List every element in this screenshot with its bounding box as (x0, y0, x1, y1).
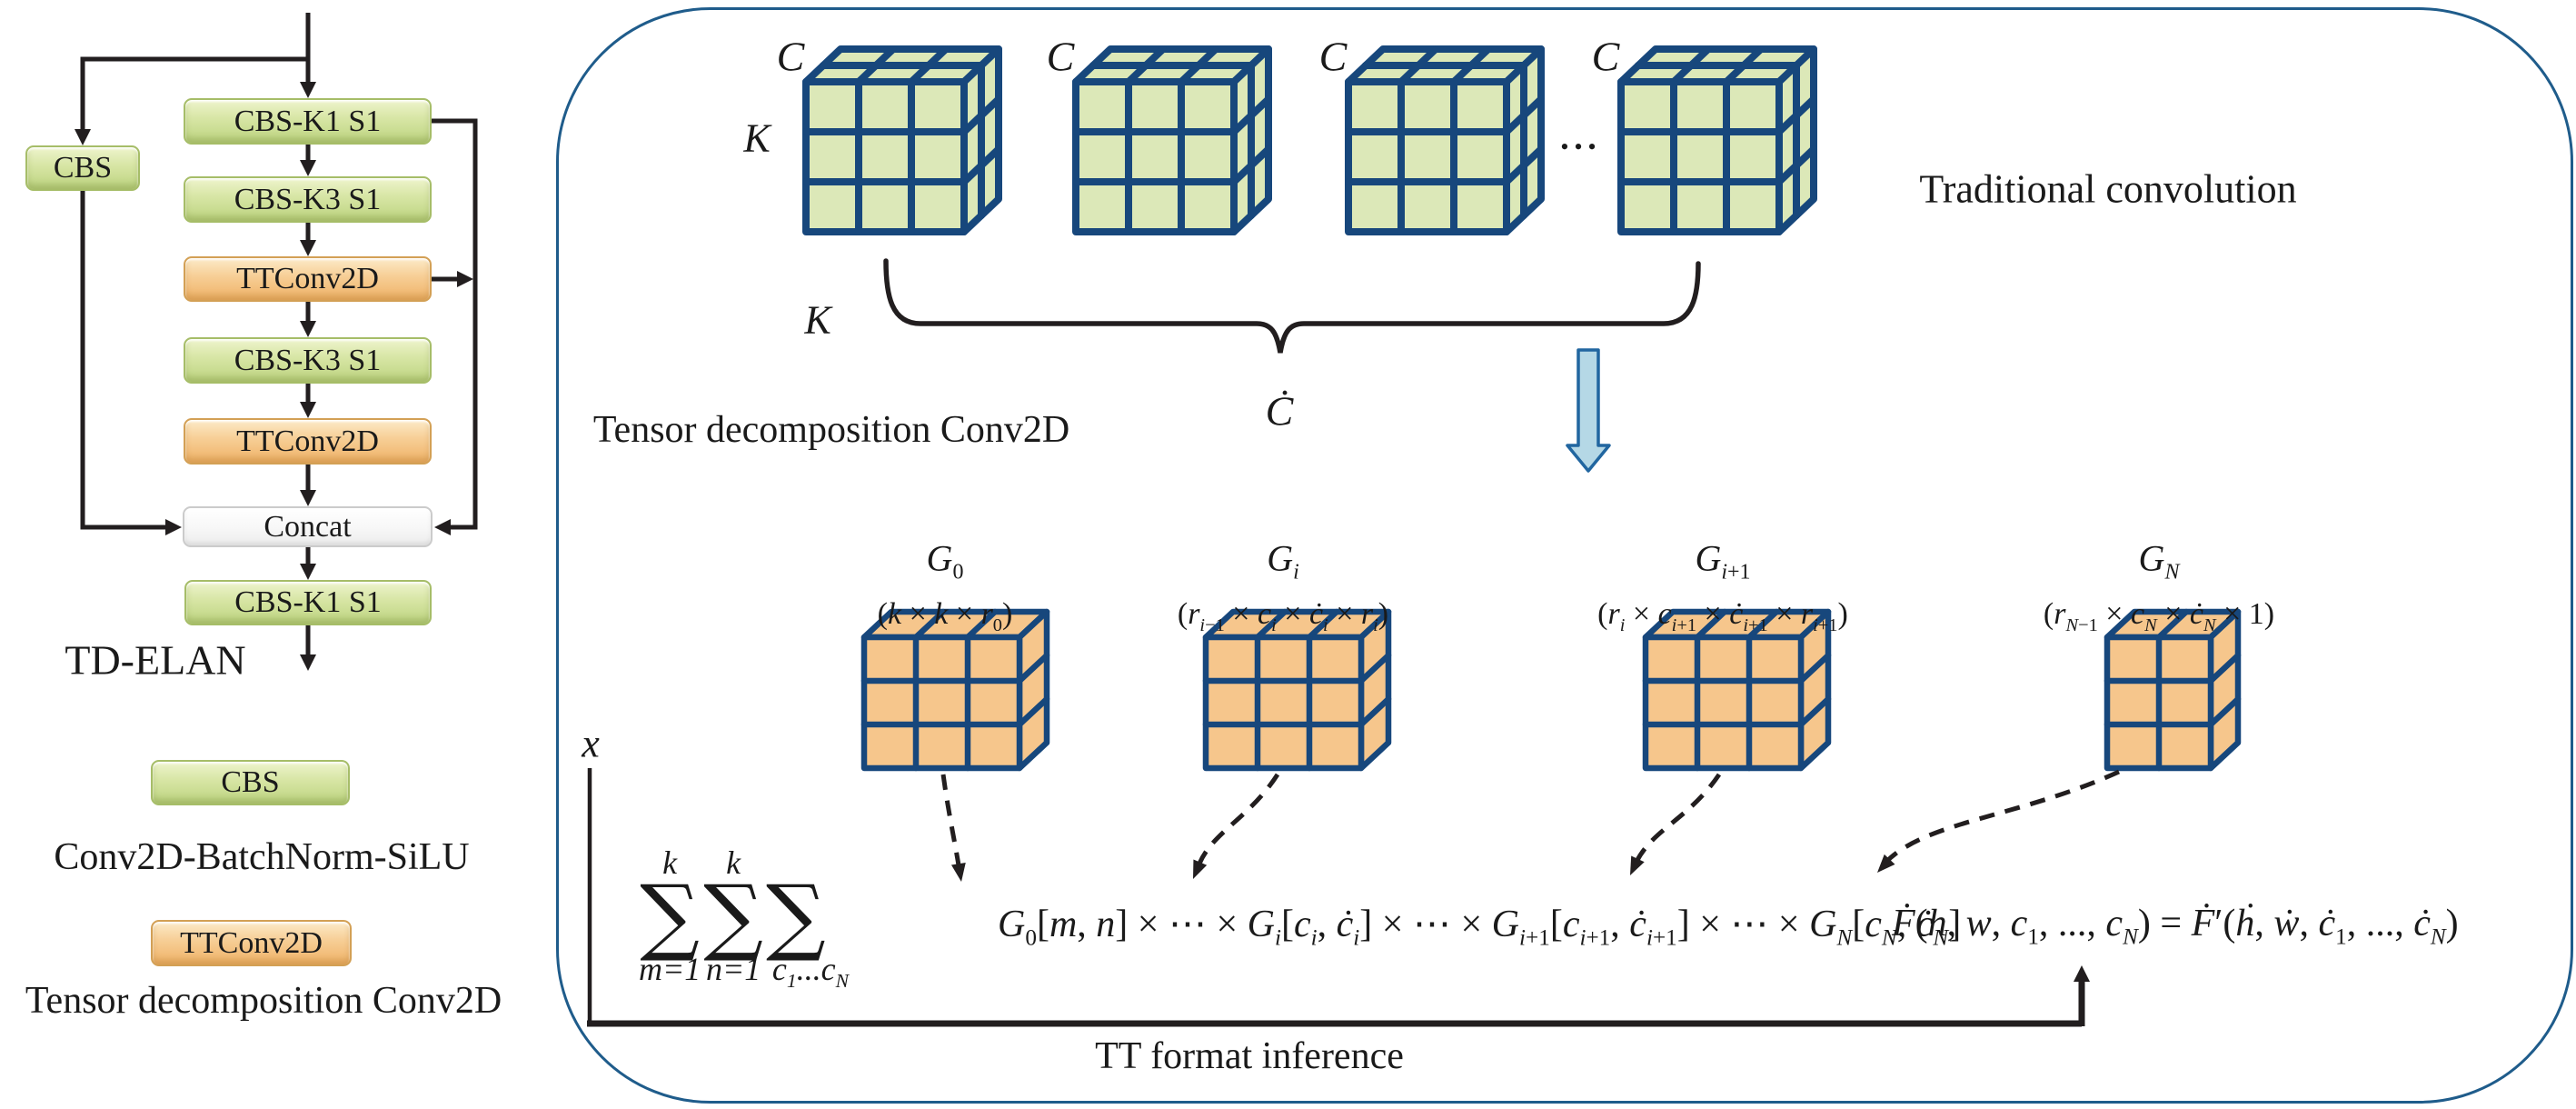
kernel-k-side-label: K (743, 115, 771, 161)
block-cbs-k3-s1-a: CBS-K3 S1 (184, 176, 432, 223)
block-cbs-k1-s1-top: CBS-K1 S1 (184, 98, 432, 145)
core-cube-gi (1202, 608, 1392, 772)
channel-label-c-2: C (1046, 33, 1075, 80)
arrowhead-down (300, 564, 316, 580)
block-concat: Concat (183, 506, 433, 547)
decomposition-arrow-icon (1566, 348, 1611, 473)
block-label: TTConv2D (236, 424, 379, 458)
arrowhead-down (300, 240, 316, 256)
channel-label-c-4: C (1591, 33, 1620, 80)
core-pointer-dashed-0 (940, 774, 962, 872)
feature-map-equation: Ḟ(h, w, c1, ..., cN) = Ḟ′(ḣ, ẇ, ċ1, ...,… (1892, 903, 2459, 950)
block-ttconv2d-b: TTConv2D (184, 418, 432, 465)
core-name-gn: GN (2138, 537, 2180, 584)
arrowhead-right (457, 271, 473, 287)
core-pointer-dashed-2 (1633, 773, 1722, 865)
arrowhead-down (75, 129, 91, 145)
block-label: CBS (53, 151, 113, 185)
c-dot-label: Ċ (1265, 387, 1294, 435)
core-pointer-head-3 (1877, 854, 1895, 873)
core-dims-g0: (k × k × r0) (877, 597, 1013, 635)
block-label: CBS-K1 S1 (234, 104, 382, 138)
block-cbs-k3-s1-b: CBS-K3 S1 (184, 337, 432, 384)
arrowhead-down (300, 321, 316, 337)
block-label: Concat (264, 509, 352, 544)
arrowhead-down (300, 402, 316, 418)
sum-column-1: k∑n=1 (703, 844, 763, 988)
core-name-g0: G0 (926, 537, 964, 584)
sum-column-0: k∑m=1 (639, 844, 701, 988)
core-cube-gi1 (1642, 608, 1832, 772)
legend-ttconv2d-box: TTConv2D (151, 920, 352, 966)
flow-connector (80, 56, 308, 130)
sum-column-2: ∑c1...cN (765, 867, 849, 993)
core-dims-gn: (rN−1 × cN × ċN × 1) (2043, 597, 2275, 635)
tt-product-terms: G0[m, n] × ⋯ × Gi[ci, ċi] × ⋯ × Gi+1[ci+… (998, 904, 1962, 951)
block-label: TTConv2D (236, 262, 379, 295)
legend-box-label: CBS (221, 765, 280, 799)
channel-label-c-1: C (776, 33, 805, 80)
core-name-gi: Gi (1267, 537, 1299, 584)
block-label: CBS-K3 S1 (234, 343, 382, 377)
kernel-cube-1 (802, 45, 1002, 235)
core-pointer-head-0 (950, 862, 966, 882)
arrowhead-down (300, 654, 316, 671)
core-cube-gn (2104, 608, 2242, 772)
tt-inference-line (587, 980, 2085, 1027)
kernel-cube-2 (1072, 45, 1272, 235)
arrowhead-up (2074, 965, 2090, 982)
kernel-k-bottom-label: K (804, 297, 831, 343)
block-label: CBS-K3 S1 (234, 182, 382, 216)
block-ttconv2d-a: TTConv2D (184, 256, 432, 302)
legend-box-label: TTConv2D (180, 925, 323, 960)
channel-label-c-3: C (1318, 33, 1348, 80)
core-dims-gi: (ri−1 × ci × ċi × ri) (1177, 597, 1389, 635)
legend-cbs-description: Conv2D-BatchNorm-SiLU (54, 836, 470, 878)
traditional-convolution-label: Traditional convolution (1919, 166, 2297, 212)
arrowhead-right (165, 519, 182, 535)
tt-format-inference-label: TT format inference (1095, 1035, 1404, 1077)
block-label: CBS-K1 S1 (234, 585, 382, 619)
arrowhead-down (300, 82, 316, 98)
arrowhead-down (300, 490, 316, 506)
core-pointer-dashed-1 (1197, 773, 1280, 865)
kernel-cube-3 (1345, 45, 1545, 235)
legend-cbs-box: CBS (151, 760, 350, 805)
core-name-gi1: Gi+1 (1695, 537, 1751, 584)
kernel-cube-4 (1617, 45, 1817, 235)
arrowhead-down (300, 160, 316, 176)
core-pointer-head-1 (1193, 859, 1208, 879)
block-cbs-side: CBS (25, 145, 140, 191)
block-cbs-k1-s1-bottom: CBS-K1 S1 (184, 580, 432, 625)
td-elan-title: TD-ELAN (65, 636, 246, 684)
flow-connector (80, 191, 165, 530)
kernel-brace (883, 258, 1701, 354)
core-pointer-head-2 (1630, 855, 1645, 875)
core-pointer-dashed-3 (1883, 769, 2121, 865)
x-axis-label: x (582, 721, 600, 766)
flow-connector (432, 118, 478, 530)
tensor-decomposition-conv2d-label: Tensor decomposition Conv2D (592, 409, 1070, 451)
legend-ttconv2d-description: Tensor decomposition Conv2D (25, 980, 502, 1022)
core-cube-g0 (860, 608, 1050, 772)
arrowhead-left (434, 519, 451, 535)
tensor-decomposition-panel (556, 7, 2573, 1104)
core-dims-gi1: (ri × ci+1 × ċi+1 × ri+1) (1597, 597, 1848, 635)
kernel-ellipsis: ••• (1560, 134, 1602, 160)
